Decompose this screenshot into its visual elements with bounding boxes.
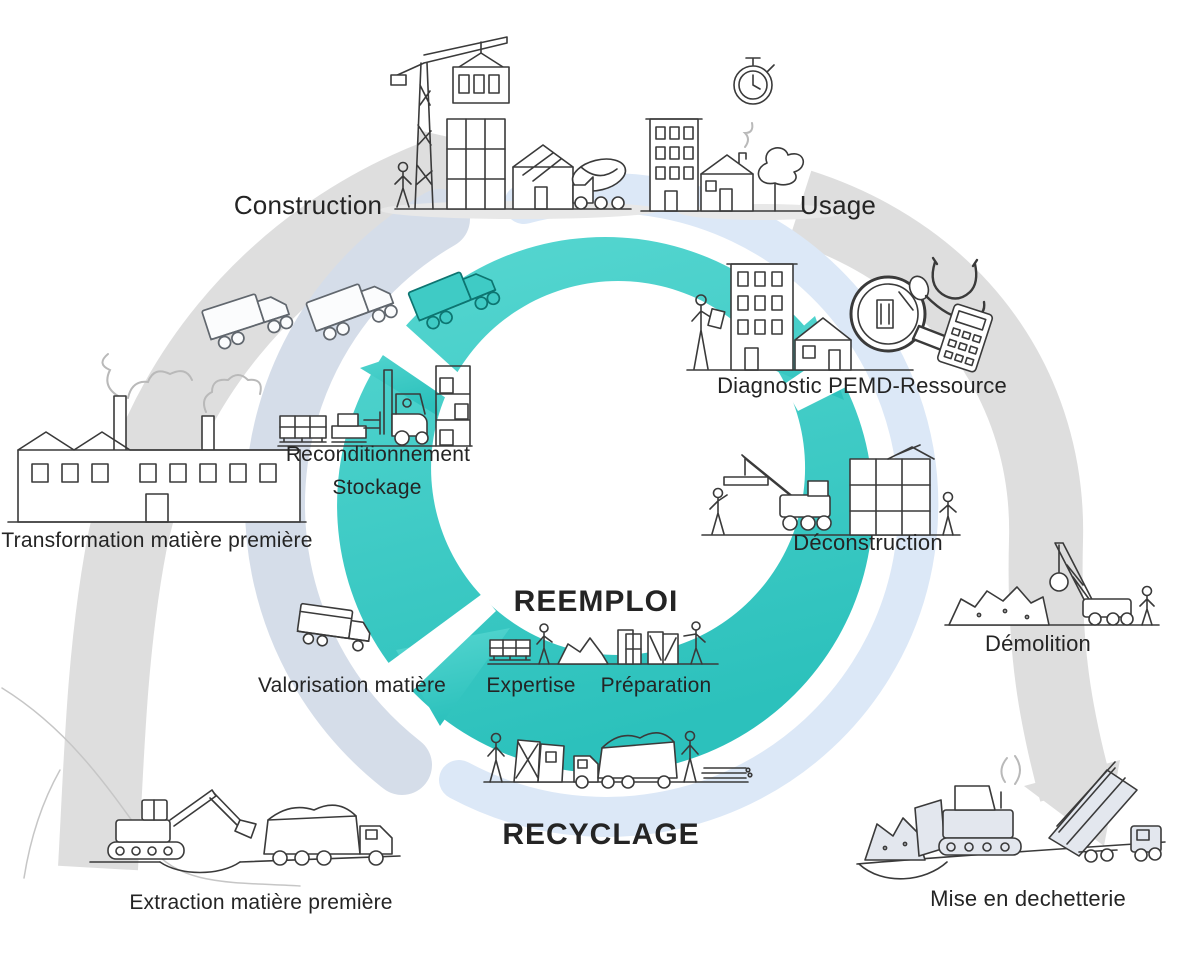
label-expertise: Expertise: [486, 674, 576, 697]
label-usage: Usage: [799, 190, 877, 220]
worker-person-icon: [709, 487, 728, 535]
label-extraction: Extraction matière première: [129, 891, 393, 914]
worker-person-icon: [394, 161, 412, 208]
worker-person-icon: [487, 732, 505, 783]
rubble-pile-icon: [557, 637, 609, 665]
pointing-person-icon: [683, 621, 706, 665]
tall-building-icon: [726, 263, 798, 371]
usage-scene: [640, 57, 806, 212]
label-recyclage: RECYCLAGE: [502, 818, 700, 851]
factory-icon: [7, 395, 307, 523]
label-construction: Construction: [233, 190, 383, 220]
terrain-sketch-left2: [23, 769, 61, 879]
reconditionnement-scene: [277, 365, 473, 447]
house-icon: [700, 122, 754, 212]
excavator-icon: [107, 789, 257, 860]
extraction-scene: [89, 789, 401, 874]
label-dechetterie: Mise en dechetterie: [930, 886, 1126, 911]
label-diagnostic: Diagnostic PEMD-Ressource: [717, 373, 1007, 398]
linear-economy-band-right: [788, 170, 1112, 802]
tipping-dump-truck-icon: [1048, 761, 1162, 863]
label-deconstruction: Déconstruction: [793, 530, 943, 555]
pallet-stack-icon: [279, 413, 367, 443]
salvaged-doors-icon: [647, 631, 679, 665]
storage-rack-icon: [435, 365, 471, 447]
window-frames-icon: [617, 629, 642, 665]
rubble-pile-icon: [948, 586, 1050, 626]
dump-truck-gravel-icon: [263, 804, 393, 866]
label-demolition: Démolition: [985, 631, 1091, 656]
salvaged-doors-icon: [513, 739, 565, 783]
stopwatch-icon: [733, 57, 775, 105]
crane-with-beam-icon: [723, 454, 832, 531]
bulldozer-icon: [914, 785, 1022, 857]
scaffolded-building-icon: [849, 444, 935, 536]
label-reemploi: REEMPLOI: [513, 585, 679, 618]
label-stockage: Stockage: [332, 476, 422, 499]
house-icon: [794, 317, 852, 371]
pallet-stack-icon: [489, 639, 531, 661]
forklift-icon: [363, 369, 429, 446]
building-under-construction-icon: [446, 118, 506, 210]
construction-scene: [390, 36, 632, 210]
concrete-mixer-truck-icon: [571, 158, 627, 210]
worker-person-icon: [1139, 585, 1155, 626]
deconstruction-scene: [701, 444, 961, 536]
label-transformation: Transformation matière première: [1, 529, 313, 552]
worker-person-icon: [681, 730, 699, 783]
box-truck-icon: [296, 602, 371, 652]
worker-person-icon: [536, 623, 553, 665]
transformation-scene: [7, 353, 307, 523]
recyclage-materials-scene: [483, 730, 753, 789]
diagnostic-scene: [686, 256, 994, 373]
rubble-pile-icon: [864, 817, 926, 861]
valorisation-truck-scene: [296, 602, 371, 652]
label-reconditionnement: Reconditionnement: [285, 443, 471, 466]
wrecking-ball-crane-icon: [1049, 542, 1134, 626]
surveyor-person-icon: [691, 294, 726, 370]
apartment-building-icon: [645, 118, 703, 212]
magnifying-glass-icon: [849, 275, 957, 355]
stethoscope-icon: [908, 256, 986, 320]
stacked-beams-icon: [701, 767, 753, 779]
ring-gap-lower-left: [383, 594, 496, 696]
worker-person-icon: [939, 491, 957, 536]
house-icon: [512, 144, 574, 210]
prefab-module-icon: [452, 52, 510, 104]
expertise-preparation-scene: [487, 621, 719, 665]
tower-crane-icon: [390, 36, 508, 210]
dump-truck-gravel-icon: [573, 732, 678, 789]
tree-icon: [757, 147, 804, 212]
calculator-icon: [936, 303, 994, 373]
label-preparation: Préparation: [600, 674, 712, 697]
label-valorisation: Valorisation matière: [257, 674, 447, 697]
smoke-icon: [101, 353, 262, 413]
dechetterie-scene: [856, 755, 1166, 880]
demolition-scene: [944, 542, 1160, 626]
